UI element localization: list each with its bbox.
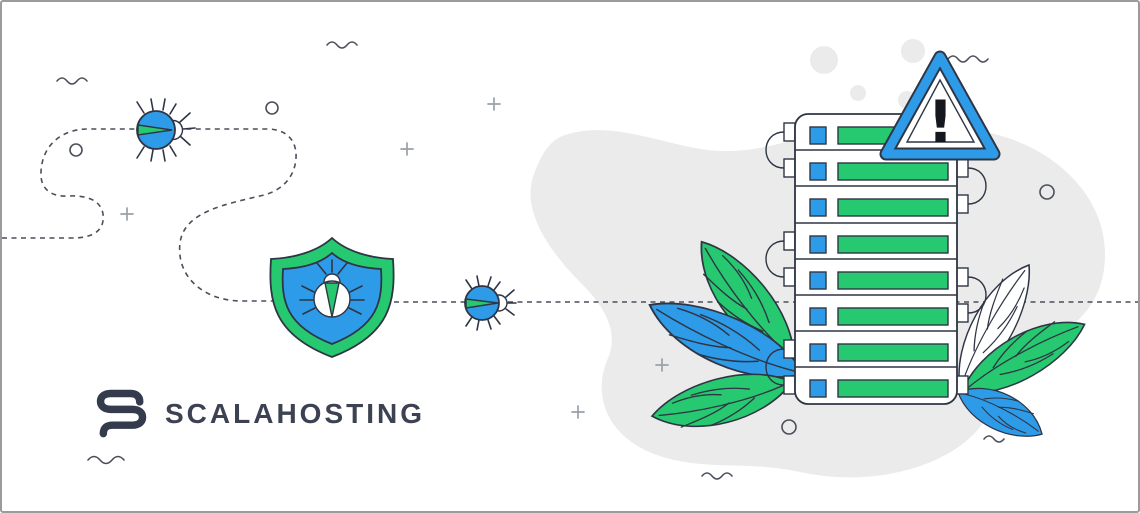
- scalahosting-logo: SCALAHOSTING: [94, 386, 425, 442]
- plus-decor: [571, 405, 585, 419]
- warning-triangle-icon: !: [879, 50, 1001, 161]
- scalahosting-wordmark: SCALAHOSTING: [165, 398, 425, 429]
- circle-decor: [69, 143, 83, 157]
- bug-icon: [464, 275, 517, 331]
- squiggle-decor: [701, 472, 733, 480]
- bug-icon: [136, 98, 196, 162]
- plus-decor: [487, 97, 501, 111]
- squiggle-decor: [56, 77, 88, 85]
- server-cable: [765, 131, 785, 386]
- squiggle-decor: [947, 55, 989, 63]
- decorations: [56, 41, 1055, 480]
- shield-bug-icon: [269, 236, 395, 358]
- scalahosting-s-icon: [96, 389, 147, 438]
- squiggle-decor: [326, 41, 358, 49]
- plus-decor: [400, 142, 414, 156]
- gray-dot: [850, 85, 866, 101]
- alert-exclamation: !: [927, 88, 953, 156]
- gray-dot: [810, 46, 838, 74]
- server-rack: [765, 113, 987, 405]
- circle-decor: [781, 419, 797, 435]
- squiggle-decor: [87, 455, 125, 465]
- plus-decor: [655, 358, 669, 372]
- circle-decor: [265, 101, 279, 115]
- bug-glyph: [299, 259, 365, 318]
- server-cable: [967, 167, 987, 314]
- circle-decor: [1039, 184, 1055, 200]
- squiggle-decor: [983, 435, 1005, 443]
- gray-dot: [901, 39, 925, 63]
- plus-decor: [120, 207, 134, 221]
